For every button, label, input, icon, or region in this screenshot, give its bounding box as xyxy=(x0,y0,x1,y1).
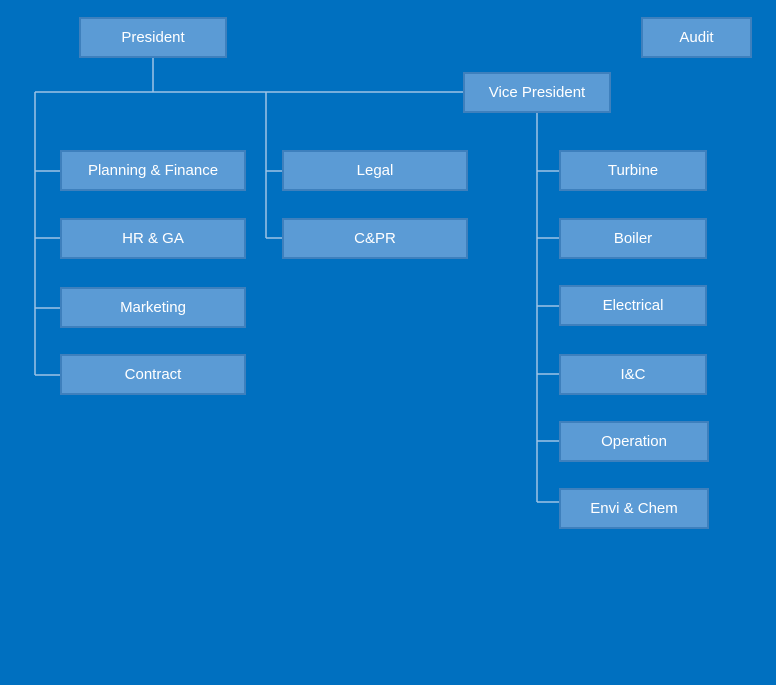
cpr-label: C&PR xyxy=(354,230,396,247)
president-box[interactable]: President xyxy=(79,17,227,58)
vice-president-label: Vice President xyxy=(488,84,586,101)
operation-label: Operation xyxy=(601,433,667,450)
president-label: President xyxy=(121,29,185,46)
hr-ga-box[interactable]: HR & GA xyxy=(60,218,246,259)
marketing-label: Marketing xyxy=(120,299,186,316)
contract-box[interactable]: Contract xyxy=(60,354,246,395)
planning-finance-box[interactable]: Planning & Finance xyxy=(60,150,246,191)
vice-president-box[interactable]: Vice President xyxy=(463,72,611,113)
envi-chem-label: Envi & Chem xyxy=(590,500,678,517)
contract-label: Contract xyxy=(124,366,182,383)
electrical-label: Electrical xyxy=(602,297,664,314)
legal-label: Legal xyxy=(356,162,394,179)
ic-label: I&C xyxy=(620,366,646,383)
cpr-box[interactable]: C&PR xyxy=(282,218,468,259)
ic-box[interactable]: I&C xyxy=(559,354,707,395)
boiler-label: Boiler xyxy=(613,230,653,247)
marketing-box[interactable]: Marketing xyxy=(60,287,246,328)
electrical-box[interactable]: Electrical xyxy=(559,285,707,326)
envi-chem-box[interactable]: Envi & Chem xyxy=(559,488,709,529)
audit-label: Audit xyxy=(679,29,714,46)
planning-finance-label: Planning & Finance xyxy=(87,162,219,179)
turbine-box[interactable]: Turbine xyxy=(559,150,707,191)
turbine-label: Turbine xyxy=(607,162,659,179)
audit-box[interactable]: Audit xyxy=(641,17,752,58)
legal-box[interactable]: Legal xyxy=(282,150,468,191)
operation-box[interactable]: Operation xyxy=(559,421,709,462)
hr-ga-label: HR & GA xyxy=(122,230,184,247)
boiler-box[interactable]: Boiler xyxy=(559,218,707,259)
